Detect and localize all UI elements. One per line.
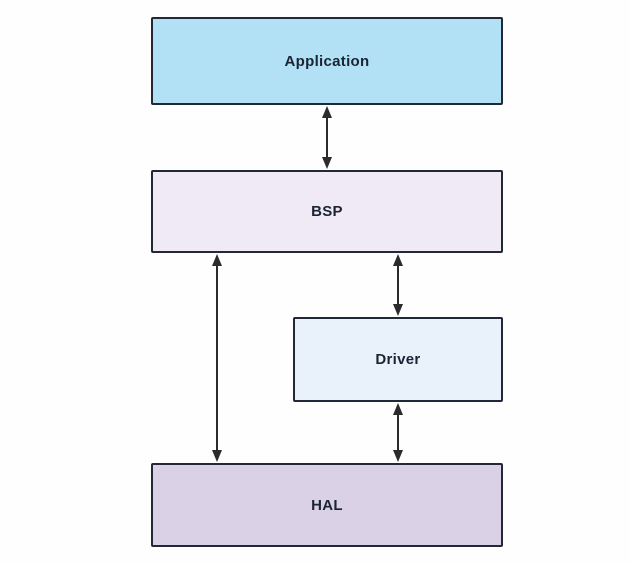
arrowhead-up-icon — [322, 106, 332, 118]
arrowhead-up-icon — [212, 254, 222, 266]
node-application: Application — [151, 17, 503, 105]
arrowhead-up-icon — [393, 403, 403, 415]
arrow-bsp-hal — [210, 254, 224, 462]
arrow-line — [397, 263, 399, 307]
node-bsp-label: BSP — [311, 203, 343, 220]
arrow-application-bsp — [320, 106, 334, 169]
node-driver: Driver — [293, 317, 503, 402]
arrow-driver-hal — [391, 403, 405, 462]
node-driver-label: Driver — [375, 351, 421, 368]
arrowhead-down-icon — [393, 450, 403, 462]
arrow-line — [397, 412, 399, 453]
node-application-label: Application — [284, 52, 370, 70]
arrowhead-down-icon — [322, 157, 332, 169]
arrowhead-down-icon — [393, 304, 403, 316]
arrowhead-down-icon — [212, 450, 222, 462]
arrow-line — [216, 263, 218, 453]
arrow-bsp-driver — [391, 254, 405, 316]
node-bsp: BSP — [151, 170, 503, 253]
arrowhead-up-icon — [393, 254, 403, 266]
node-hal: HAL — [151, 463, 503, 547]
arrow-line — [326, 115, 328, 160]
node-hal-label: HAL — [311, 496, 343, 514]
